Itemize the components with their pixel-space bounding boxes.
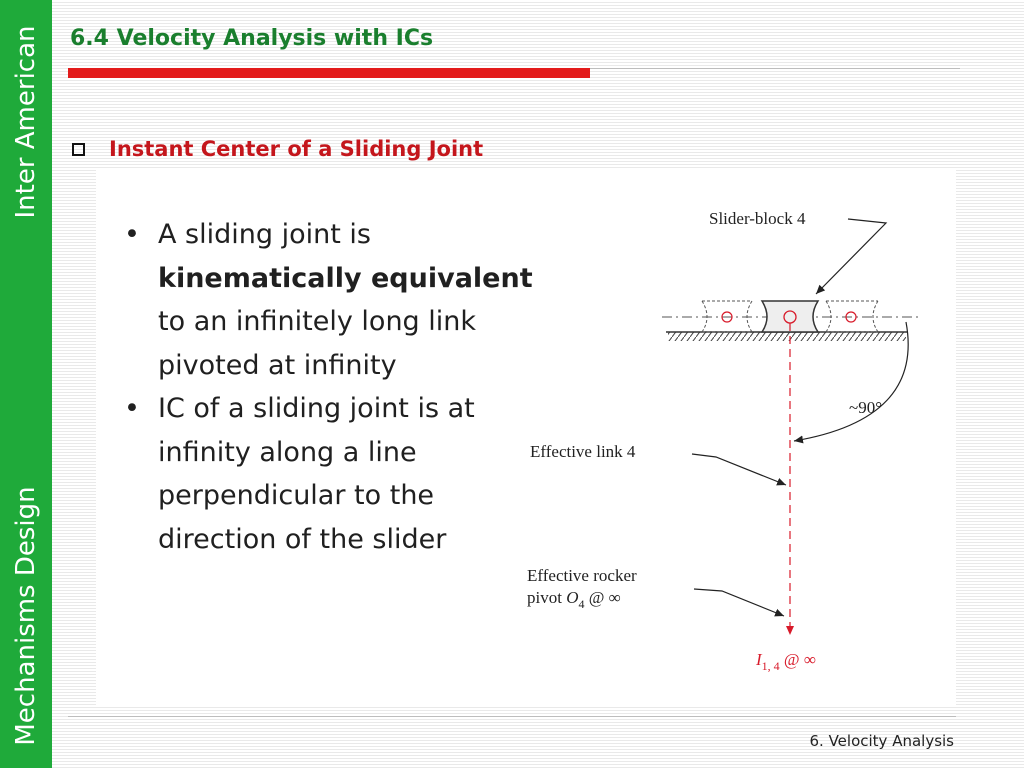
slide-title: 6.4 Velocity Analysis with ICs <box>70 26 434 51</box>
bullet-item: • A sliding joint is kinematically equiv… <box>124 213 544 387</box>
label-effective-link: Effective link 4 <box>530 442 636 461</box>
footer-divider <box>68 716 956 717</box>
label-ic-inf: @ ∞ <box>780 650 816 669</box>
slider-block-arrow <box>815 218 888 295</box>
section-heading: Instant Center of a Sliding Joint <box>72 137 483 161</box>
label-rocker-sub: 4 <box>578 597 584 611</box>
slider-ghost-right <box>825 300 879 333</box>
figure-panel: • A sliding joint is kinematically equiv… <box>96 169 956 706</box>
effective-link-arrow <box>691 453 787 486</box>
footer-chapter: 6. Velocity Analysis <box>809 732 955 750</box>
label-slider-block: Slider-block 4 <box>709 209 806 228</box>
sidebar-label-institution: Inter American <box>11 25 41 219</box>
bullet-text: A sliding joint is kinematically equival… <box>158 213 544 387</box>
bullet-text-rest: to an infinitely long link pivoted at in… <box>158 306 477 381</box>
sidebar-label-course: Mechanisms Design <box>11 486 41 746</box>
label-rocker-line2: pivot O4 @ ∞ <box>527 588 621 611</box>
label-rocker-inf: @ ∞ <box>584 588 620 607</box>
slider-ghost-left <box>701 300 753 333</box>
bullet-list: • A sliding joint is kinematically equiv… <box>124 213 544 561</box>
slider-pin-right <box>845 311 857 323</box>
bullet-text: IC of a sliding joint is at infinity alo… <box>158 393 475 555</box>
angle-arc-arrow <box>793 321 909 444</box>
title-underline-gray <box>590 68 960 69</box>
label-ic: I1, 4 @ ∞ <box>755 650 816 673</box>
bullet-text-bold: kinematically equivalent <box>158 262 533 294</box>
bullet-text-lead: A sliding joint is <box>158 219 371 250</box>
bullet-dot-icon: • <box>124 219 140 250</box>
rocker-pivot-arrow <box>693 588 785 617</box>
label-angle: ~90° <box>849 398 882 417</box>
label-ic-sub: 1, 4 <box>762 659 780 673</box>
slider-block <box>760 300 820 333</box>
label-rocker-pivot: pivot <box>527 588 566 607</box>
square-bullet-icon <box>72 142 85 156</box>
label-rocker-o: O <box>566 588 578 607</box>
title-underline-red <box>68 68 590 78</box>
section-heading-text: Instant Center of a Sliding Joint <box>109 137 484 161</box>
slider-pin-left <box>721 311 733 323</box>
slider-diagram: Slider-block 4 ~90° Effective link 4 Eff… <box>527 209 918 673</box>
bullet-item: • IC of a sliding joint is at infinity a… <box>124 387 544 561</box>
label-ic-i: I <box>755 650 763 669</box>
label-rocker-line1: Effective rocker <box>527 566 637 585</box>
ground-hatch <box>668 332 906 341</box>
bullet-dot-icon: • <box>124 393 140 424</box>
sidebar: Inter American Mechanisms Design <box>0 0 52 768</box>
